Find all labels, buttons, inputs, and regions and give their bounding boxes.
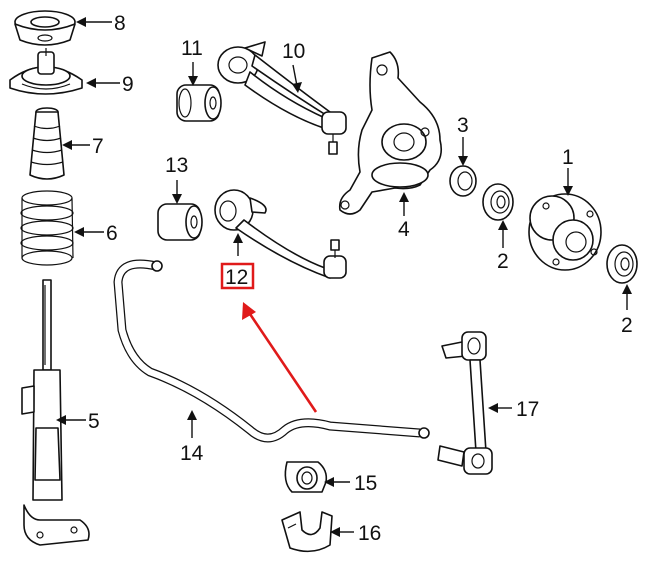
- callout-2-outer: 2: [621, 314, 633, 337]
- red-arrow: [248, 313, 318, 413]
- part-13-bushing: [157, 203, 203, 241]
- callout-7: 7: [92, 135, 104, 158]
- part-12-lower-control-arm: [214, 189, 347, 279]
- part-2-wheel-bearing-inner: [482, 183, 514, 221]
- callout-4: 4: [398, 218, 410, 241]
- part-1-wheel-hub: [528, 193, 602, 271]
- callout-9: 9: [122, 73, 134, 96]
- part-9-strut-mount: [9, 48, 83, 95]
- part-4-steering-knuckle: [338, 51, 443, 215]
- callout-8: 8: [114, 12, 126, 35]
- part-15-stabilizer-bushing: [284, 461, 328, 493]
- callout-1: 1: [562, 146, 574, 169]
- callout-6: 6: [106, 222, 118, 245]
- callout-15: 15: [354, 472, 377, 495]
- part-6-coil-spring: [20, 190, 74, 266]
- part-3-seal: [449, 165, 477, 197]
- part-10-upper-control-arm: [217, 41, 347, 155]
- part-17-stabilizer-link: [437, 331, 493, 475]
- part-11-bushing: [176, 84, 222, 122]
- callout-12-highlight: [220, 262, 318, 413]
- callout-16: 16: [358, 522, 381, 545]
- part-2-wheel-bearing-outer: [606, 244, 638, 284]
- callout-11: 11: [181, 37, 203, 60]
- part-14-stabilizer-bar: [113, 259, 430, 443]
- callout-17: 17: [516, 398, 539, 421]
- part-5-strut: [21, 279, 90, 546]
- part-8-upper-mount: [14, 10, 76, 46]
- callout-12: 12: [225, 266, 248, 289]
- callout-14: 14: [180, 442, 204, 465]
- callout-12-highlight-box: [220, 262, 255, 290]
- leader-lines: [56, 17, 632, 537]
- part-16-bushing-bracket: [281, 511, 333, 553]
- red-arrow-head-icon: [242, 302, 256, 320]
- callout-labels: 1 2 2 3 4 5 6 7 8 9 10 11 12 13 14 15 16…: [88, 12, 633, 545]
- callout-3: 3: [457, 114, 469, 137]
- callout-10: 10: [282, 40, 305, 63]
- callout-5: 5: [88, 410, 100, 433]
- callout-2-inner: 2: [497, 250, 509, 273]
- callout-13: 13: [165, 154, 188, 177]
- part-7-dust-boot: [29, 107, 65, 180]
